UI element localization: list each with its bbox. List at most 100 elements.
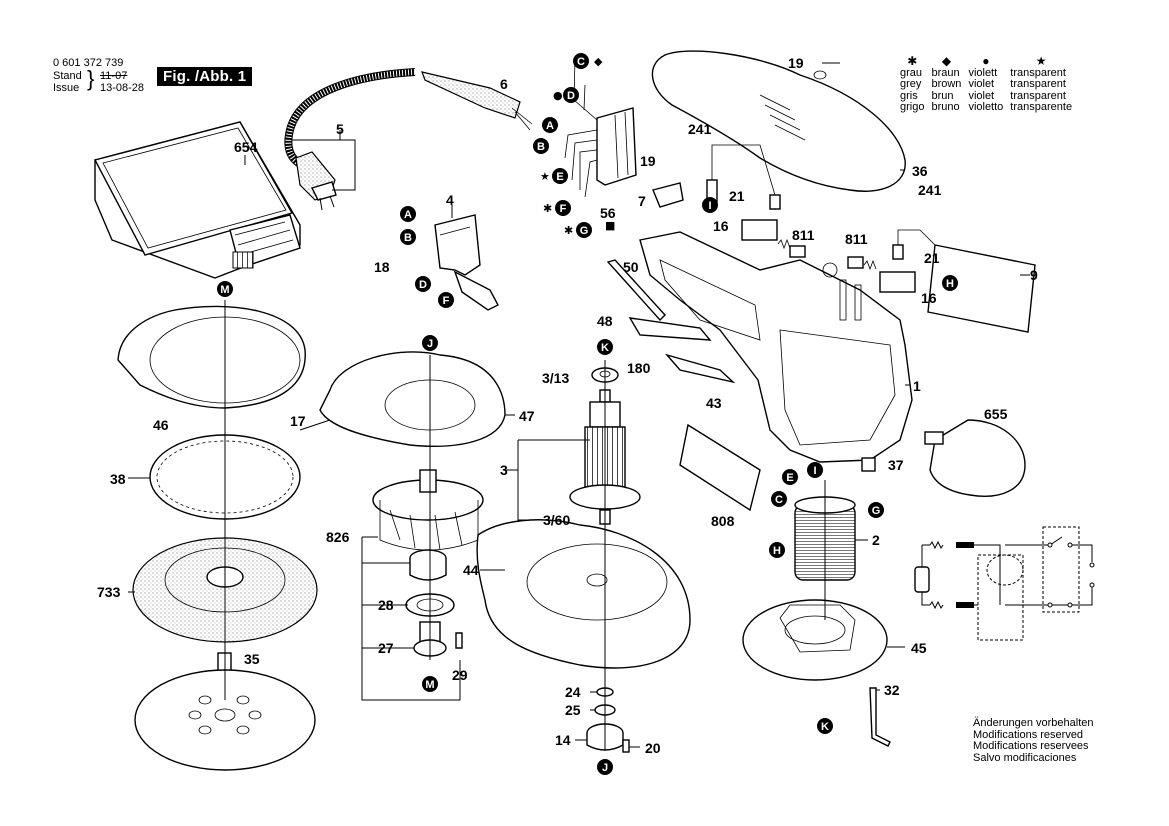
badge-D2: D [415,276,431,292]
label-27: 27 [378,640,394,656]
badge-C2: C [771,491,787,507]
label-14: 14 [555,732,571,748]
brush-holder-left-16 [741,219,806,258]
label-35: 35 [244,651,260,667]
svg-text:E: E [786,472,793,484]
hook-32 [869,687,891,747]
label-43: 43 [706,395,722,411]
svg-text:J: J [427,338,433,350]
label-37: 37 [888,457,904,473]
square-icon: ■ [605,219,615,232]
label-3-13: 3/13 [542,370,569,386]
handle-cover-36 [651,50,906,192]
legend-cell: violetto [968,101,1004,113]
label-16b: 16 [921,290,937,306]
svg-text:M: M [425,679,434,691]
label-5: 5 [336,121,344,137]
badge-F1: F [555,200,571,216]
label-47: 47 [519,408,535,424]
badge-A2: A [400,206,416,222]
badge-M1: M [217,281,233,297]
base-plate-45 [742,599,888,681]
legend-cell: transparente [1010,101,1073,113]
wire-terminal [769,194,781,210]
note-line: Modifications reservees [973,740,1089,752]
bracket-3 [505,439,590,521]
legend-cell: violet [968,89,995,102]
badge-H1: H [942,275,958,291]
note-line: Modifications reserved [973,728,1084,741]
badge-D1: D [563,87,579,103]
screw-20 [622,739,630,753]
note-line: Salvo modificaciones [973,751,1077,764]
old-date-struck: 11-07 [100,70,128,82]
label-50: 50 [623,259,639,275]
svg-text:B: B [537,141,545,153]
label-7: 7 [638,193,646,209]
part-labels: 654 5 6 4 18 56 19 19 7 241 241 21 21 16… [97,55,1038,756]
badge-B2: B [400,229,416,245]
bracket-826 [361,536,461,701]
badge-E2: E [782,469,798,485]
label-808: 808 [711,513,735,529]
modifications-note: Änderungen vorbehalten Modifications res… [973,717,1094,764]
label-1: 1 [913,378,921,394]
label-21b: 21 [924,250,940,266]
label-44: 44 [463,562,479,578]
label-9: 9 [1030,267,1038,283]
label-3-60: 3/60 [543,512,570,528]
label-48: 48 [597,313,613,329]
brush-holder-right-16 [847,256,916,293]
svg-text:K: K [821,721,829,733]
label-24: 24 [565,684,581,700]
adapter-655 [924,419,1026,497]
label-6: 6 [500,76,508,92]
badge-C1: C [573,53,589,69]
label-28: 28 [378,597,394,613]
svg-text:F: F [443,295,450,307]
badge-K1: K [597,339,613,355]
label-3: 3 [500,462,508,478]
svg-text:G: G [580,225,589,237]
svg-text:J: J [602,762,608,774]
cover-plate-9 [927,244,1036,333]
dot-icon: ● [553,89,563,102]
badge-I1: I [702,197,718,213]
legend-cell: transparent [1010,89,1066,102]
note-line: Änderungen vorbehalten [973,717,1094,729]
svg-text:E: E [556,171,563,183]
color-legend: ✱ ◆ ● ★ grau braun violett transparent g… [900,54,1079,114]
badge-J1: J [422,335,438,351]
label-733: 733 [97,584,121,600]
label-808 [679,423,761,512]
legend-cell: brun [931,89,954,102]
legend-cell: transparent [1010,78,1066,90]
badge-B1: B [533,138,549,154]
figure-label: Fig. /Abb. 1 [157,67,253,86]
clamp-7 [652,182,684,208]
switch-4 [434,205,499,311]
brace: } [87,66,95,91]
label-180: 180 [627,360,651,376]
wire-markers: ◆ ● ★ ✱ ✱ ■ [540,55,615,237]
screw-29 [455,632,463,649]
svg-text:H: H [946,278,954,290]
svg-text:H: H [773,545,781,557]
housing-1 [639,231,913,463]
badge-M2: M [422,676,438,692]
stand-label: Stand [53,70,82,82]
svg-text:M: M [220,284,229,296]
svg-text:F: F [560,203,567,215]
part-48 [628,317,712,341]
label-811a: 811 [792,227,815,243]
diamond-icon: ◆ [594,55,603,68]
legend-cell: bruno [931,101,960,113]
badge-E1: E [552,168,568,184]
badge-K2: K [817,718,833,734]
star-icon: ★ [1035,54,1047,68]
legend-cell: brown [931,78,962,90]
label-21a: 21 [729,188,745,204]
svg-text:D: D [567,90,575,102]
label-25: 25 [565,702,581,718]
